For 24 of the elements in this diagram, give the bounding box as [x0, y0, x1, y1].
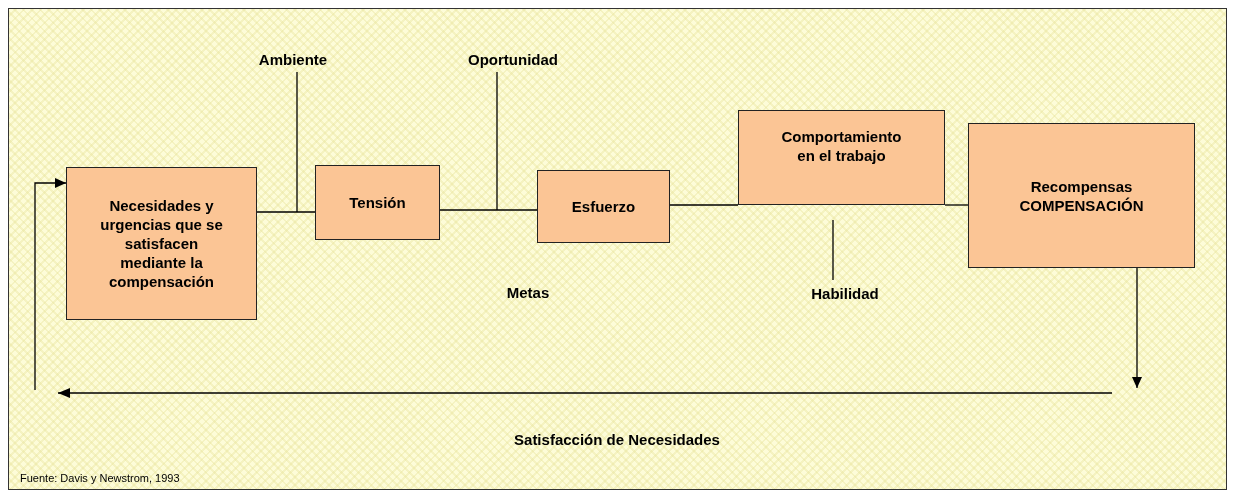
box-text: Necesidades y urgencias que se satisfacen mediante la compensación	[99, 196, 224, 291]
box-text: Esfuerzo	[571, 197, 636, 216]
feedback-label: Satisfacción de Necesidades	[514, 431, 720, 448]
factor-label: Ambiente	[248, 48, 338, 70]
process-box	[968, 123, 1195, 268]
connector-line	[439, 209, 538, 211]
connector-line	[256, 211, 316, 213]
leader-line	[296, 71, 298, 213]
process-box	[66, 167, 257, 320]
process-box	[738, 110, 945, 205]
source-note: Fuente: Davis y Newstrom, 1993	[20, 472, 180, 484]
connector-line	[944, 204, 969, 206]
process-box	[315, 165, 440, 240]
factor-label: Metas	[506, 284, 550, 301]
connector-line	[669, 204, 739, 206]
leader-line	[496, 71, 498, 211]
factor-label: Habilidad	[790, 282, 900, 304]
factor-label: Oportunidad	[443, 48, 583, 70]
down-arrow	[1132, 267, 1142, 389]
leader-line	[832, 219, 834, 281]
box-text: Tensión	[349, 193, 406, 212]
box-text: Recompensas COMPENSACIÓN	[1018, 176, 1145, 215]
process-box	[537, 170, 670, 243]
box-text: Comportamiento en el trabajo	[780, 127, 903, 165]
